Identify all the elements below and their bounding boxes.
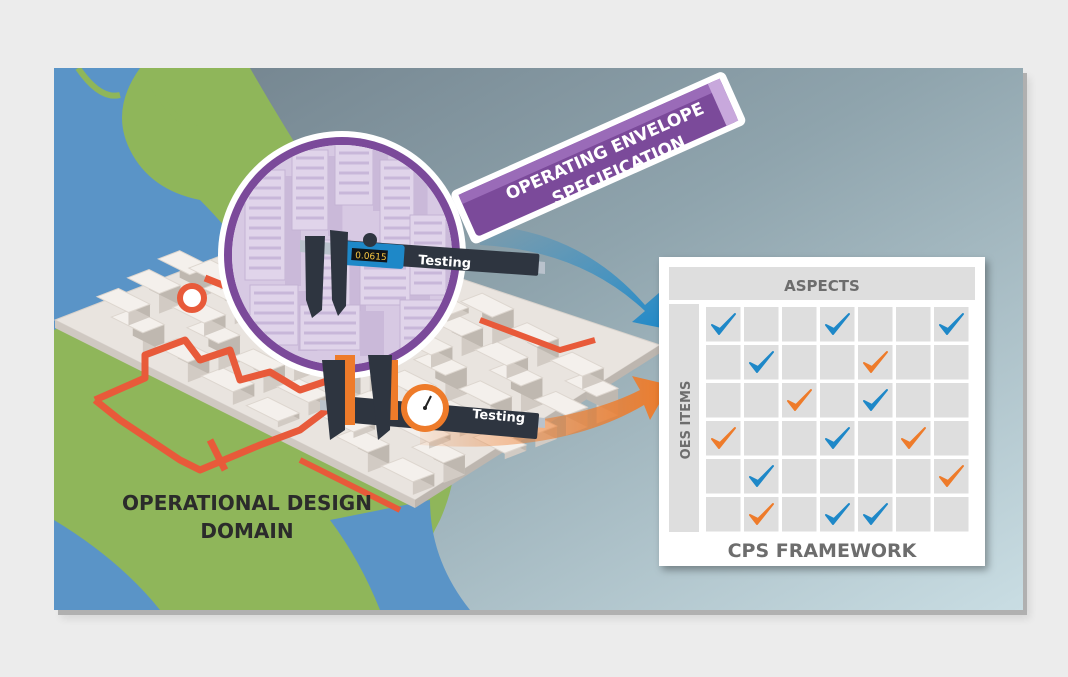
matrix-cell xyxy=(934,459,969,494)
matrix-cell xyxy=(934,383,969,418)
matrix-cell xyxy=(744,383,779,418)
blue-check-icon xyxy=(863,503,888,525)
building xyxy=(504,444,527,460)
odd-label-line2: DOMAIN xyxy=(200,519,293,543)
building xyxy=(457,380,514,406)
building xyxy=(245,396,301,422)
orange-check-icon xyxy=(863,351,888,373)
route-line xyxy=(92,336,344,474)
building xyxy=(549,351,605,377)
matrix-cell xyxy=(896,497,931,532)
matrix-cell xyxy=(858,459,893,494)
lens-building xyxy=(299,304,384,356)
matrix-cell xyxy=(934,345,969,380)
matrix-cell xyxy=(706,383,741,418)
matrix-cell xyxy=(896,459,931,494)
matrix-cell xyxy=(934,497,969,532)
matrix-cell xyxy=(896,383,931,418)
cps-framework-title: CPS FRAMEWORK xyxy=(728,540,918,562)
matrix-cell xyxy=(820,307,855,342)
blue-check-icon xyxy=(711,313,736,335)
matrix-cell xyxy=(858,307,893,342)
matrix-cell xyxy=(744,345,779,380)
building xyxy=(533,390,589,417)
blue-check-icon xyxy=(749,465,774,487)
building xyxy=(504,322,560,348)
caliper-bottom-label: Testing xyxy=(472,407,526,427)
matrix-cell xyxy=(706,421,741,456)
matrix-cell xyxy=(744,497,779,532)
aspects-header-bar xyxy=(669,267,975,300)
matrix-cell xyxy=(782,459,817,494)
building xyxy=(380,457,436,483)
matrix-cell xyxy=(858,383,893,418)
matrix-cell xyxy=(782,421,817,456)
blue-check-icon xyxy=(863,389,888,411)
blue-check-icon xyxy=(825,427,850,449)
matrix-cell xyxy=(858,421,893,456)
building xyxy=(473,340,530,367)
blue-check-icon xyxy=(825,313,850,335)
matrix-cell xyxy=(820,383,855,418)
matrix-cell xyxy=(706,497,741,532)
matrix-cell xyxy=(896,307,931,342)
blue-check-icon xyxy=(939,313,964,335)
lens-building xyxy=(379,159,428,256)
matrix-cell xyxy=(858,497,893,532)
odd-label: OPERATIONAL DESIGN DOMAIN xyxy=(122,491,372,543)
caliper-top: 0.0615 Testing xyxy=(300,230,545,318)
blue-check-icon xyxy=(825,503,850,525)
orange-check-icon xyxy=(901,427,926,449)
matrix-cell xyxy=(782,345,817,380)
matrix-cell xyxy=(934,307,969,342)
oes-items-bar xyxy=(669,304,699,532)
orange-check-icon xyxy=(787,389,812,411)
blue-check-icon xyxy=(749,351,774,373)
building xyxy=(200,367,256,393)
caliper-top-label: Testing xyxy=(418,253,472,272)
building xyxy=(95,287,152,314)
matrix-cell xyxy=(706,345,741,380)
matrix-cell xyxy=(744,459,779,494)
building xyxy=(353,423,375,438)
building xyxy=(126,268,182,295)
matrix-cell xyxy=(706,459,741,494)
matrix-cell xyxy=(820,345,855,380)
building xyxy=(447,307,469,322)
caliper-bottom: Testing xyxy=(320,355,545,440)
cps-matrix-content: ASPECTS OES ITEMS CPS FRAMEWORK xyxy=(669,267,975,562)
matrix-cell xyxy=(782,307,817,342)
matrix-cell xyxy=(934,421,969,456)
matrix-cell xyxy=(820,421,855,456)
matrix-cell xyxy=(782,383,817,418)
aspects-header: ASPECTS xyxy=(784,277,860,295)
orange-check-icon xyxy=(749,503,774,525)
odd-label-line1: OPERATIONAL DESIGN xyxy=(122,491,372,515)
oes-items-label: OES ITEMS xyxy=(679,381,694,460)
building xyxy=(277,413,300,428)
magnifier xyxy=(218,131,466,379)
matrix-cell xyxy=(782,497,817,532)
matrix-cell xyxy=(744,307,779,342)
caliper-top-readout: 0.0615 xyxy=(355,251,387,263)
oes-handle xyxy=(451,72,746,244)
matrix-cell xyxy=(896,345,931,380)
matrix-cell xyxy=(706,307,741,342)
building xyxy=(459,292,515,318)
matrix-cell xyxy=(820,459,855,494)
matrix-cell xyxy=(896,421,931,456)
matrix-cell xyxy=(820,497,855,532)
matrix-cell xyxy=(858,345,893,380)
orange-check-icon xyxy=(711,427,736,449)
matrix-cell xyxy=(744,421,779,456)
blue-arrow xyxy=(480,225,672,330)
orange-check-icon xyxy=(939,465,964,487)
